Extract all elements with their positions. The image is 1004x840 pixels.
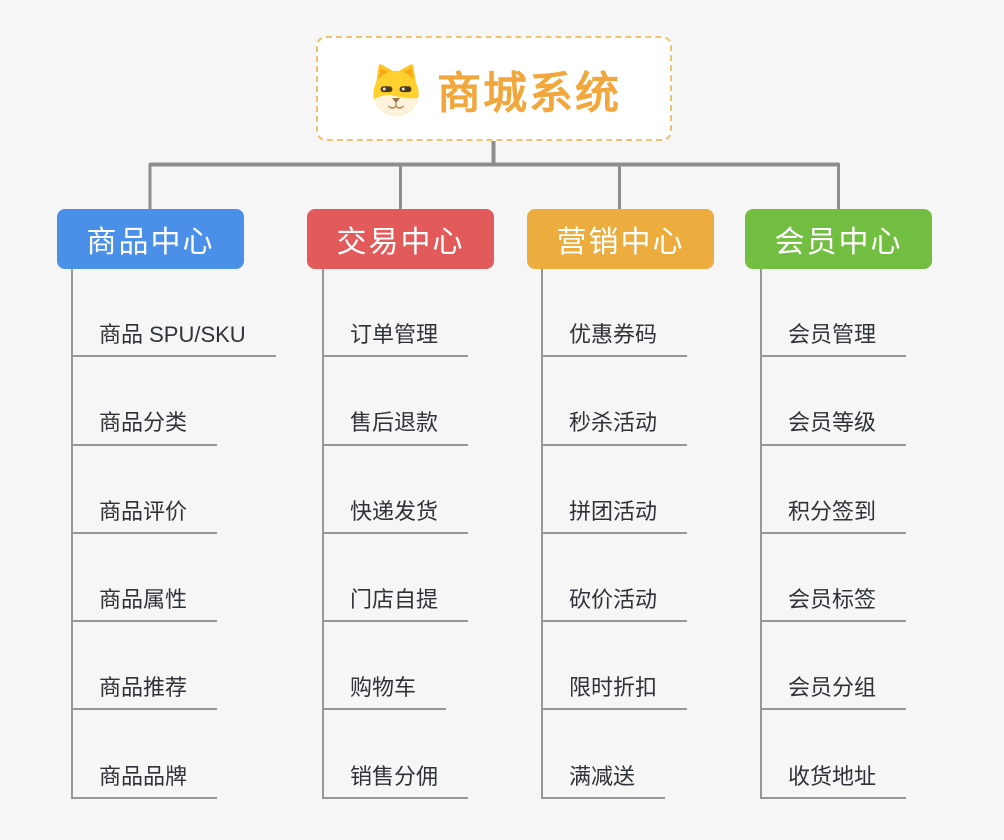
topic-label: 会员标签: [760, 587, 907, 623]
branch-node-trade-center[interactable]: 交易中心: [307, 209, 494, 269]
topic-item[interactable]: 商品 SPU/SKU: [71, 269, 276, 358]
topic-item[interactable]: 满减送: [541, 710, 687, 799]
topic-label: 销售分佣: [322, 764, 469, 799]
branch-label: 会员中心: [774, 226, 903, 259]
topic-item[interactable]: 商品分类: [71, 357, 276, 446]
topic-label: 商品属性: [71, 587, 218, 623]
topic-item[interactable]: 商品属性: [71, 534, 276, 623]
topic-item[interactable]: 会员标签: [760, 534, 907, 623]
topic-label: 砍价活动: [541, 587, 688, 623]
topic-label: 拼团活动: [541, 499, 688, 534]
topic-label: 商品品牌: [71, 764, 218, 799]
topic-item[interactable]: 商品品牌: [71, 710, 276, 799]
topic-item[interactable]: 会员分组: [760, 622, 907, 711]
branch-label: 商品中心: [86, 226, 215, 259]
topic-item[interactable]: 限时折扣: [541, 622, 688, 711]
topic-item[interactable]: 商品评价: [71, 446, 276, 534]
topic-label: 订单管理: [322, 322, 469, 358]
topic-item[interactable]: 积分签到: [760, 446, 907, 534]
topic-item[interactable]: 商品推荐: [71, 622, 276, 711]
topic-item[interactable]: 会员管理: [760, 269, 907, 358]
topic-label: 会员管理: [760, 322, 907, 358]
topic-label: 满减送: [541, 764, 666, 799]
branch-label: 营销中心: [556, 226, 685, 259]
topic-item[interactable]: 销售分佣: [322, 710, 469, 799]
topic-label: 商品分类: [71, 411, 218, 446]
branch-children-member-center: 会员管理 会员等级 积分签到 会员标签 会员分组 收货地址: [760, 269, 907, 799]
branch-label: 交易中心: [336, 226, 465, 259]
dog-face-icon: [373, 63, 419, 116]
topic-item[interactable]: 售后退款: [322, 357, 469, 446]
topic-item[interactable]: 快递发货: [322, 446, 469, 534]
topic-item[interactable]: 收货地址: [760, 710, 907, 799]
topic-label: 购物车: [322, 676, 447, 711]
topic-label: 商品评价: [71, 499, 218, 534]
topic-label: 限时折扣: [541, 676, 688, 711]
topic-item[interactable]: 会员等级: [760, 357, 907, 446]
topic-item[interactable]: 秒杀活动: [541, 357, 688, 446]
topic-label: 会员分组: [760, 676, 907, 711]
topic-label: 优惠券码: [541, 322, 688, 358]
branch-node-product-center[interactable]: 商品中心: [57, 209, 244, 269]
topic-label: 门店自提: [322, 587, 469, 623]
topic-label: 快递发货: [322, 499, 469, 534]
topic-label: 秒杀活动: [541, 411, 688, 446]
topic-item[interactable]: 优惠券码: [541, 269, 688, 358]
topic-label: 收货地址: [760, 764, 907, 799]
topic-label: 商品推荐: [71, 676, 218, 711]
branch-children-product-center: 商品 SPU/SKU 商品分类 商品评价 商品属性 商品推荐 商品品牌: [71, 269, 276, 799]
topic-label: 售后退款: [322, 411, 469, 446]
topic-item[interactable]: 拼团活动: [541, 446, 688, 534]
branch-children-trade-center: 订单管理 售后退款 快递发货 门店自提 购物车 销售分佣: [322, 269, 469, 799]
topic-label: 商品 SPU/SKU: [71, 322, 276, 358]
topic-item[interactable]: 门店自提: [322, 534, 469, 623]
topic-label: 会员等级: [760, 411, 907, 446]
root-node[interactable]: 商城系统: [316, 36, 672, 141]
topic-label: 积分签到: [760, 499, 907, 534]
branch-children-marketing-center: 优惠券码 秒杀活动 拼团活动 砍价活动 限时折扣 满减送: [541, 269, 688, 799]
topic-item[interactable]: 购物车: [322, 622, 468, 711]
topic-item[interactable]: 砍价活动: [541, 534, 688, 623]
branch-node-marketing-center[interactable]: 营销中心: [527, 209, 714, 269]
branch-node-member-center[interactable]: 会员中心: [745, 209, 932, 269]
topic-item[interactable]: 订单管理: [322, 269, 469, 358]
root-node-label: 商城系统: [437, 68, 621, 118]
